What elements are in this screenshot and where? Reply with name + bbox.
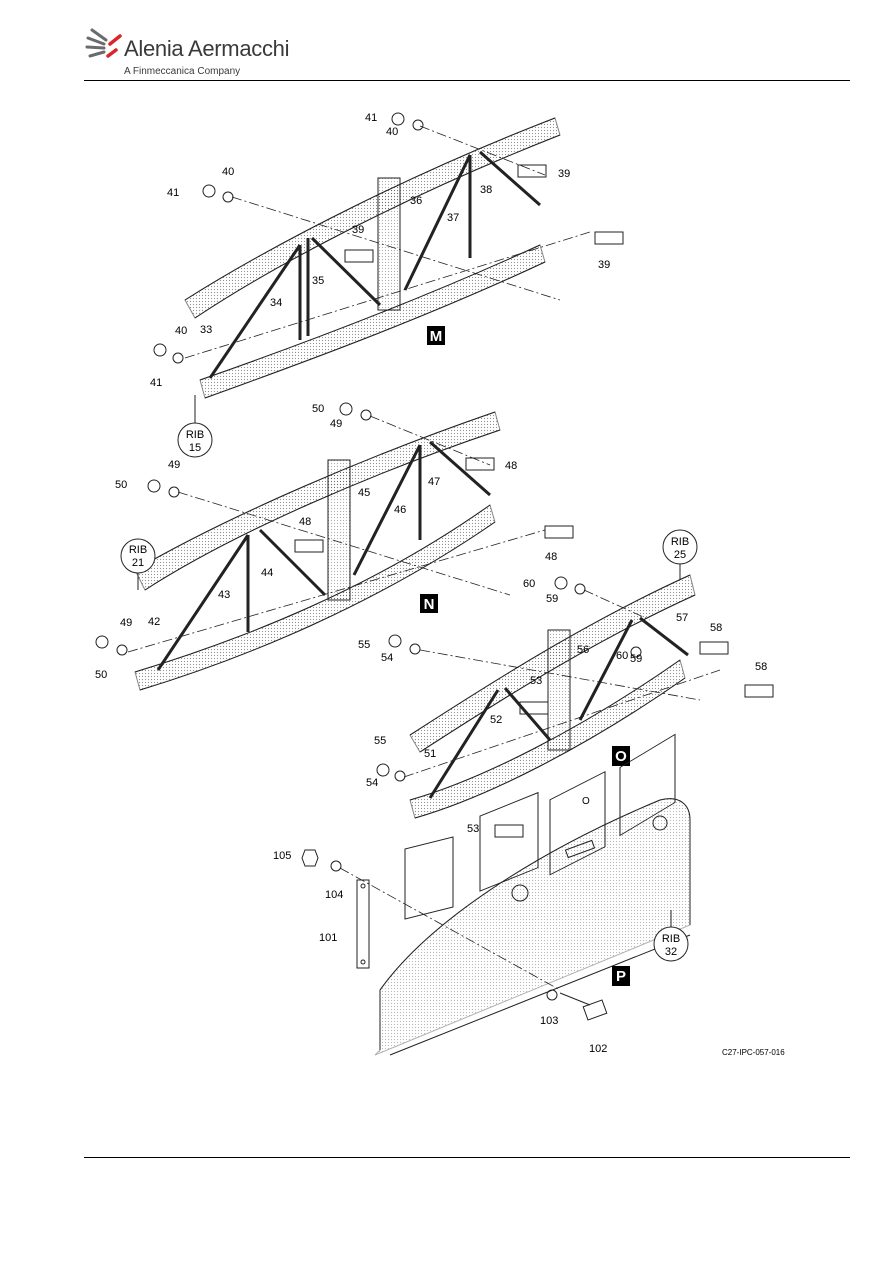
view-n-badge: N: [420, 594, 438, 613]
svg-text:34: 34: [270, 297, 282, 309]
alenia-logo-icon: [85, 28, 122, 58]
view-p-callouts: 105 104 101 103 102: [273, 850, 607, 1055]
view-o-badge: O: [612, 746, 630, 766]
rib-25-line2: 25: [674, 549, 686, 561]
svg-text:36: 36: [410, 195, 422, 207]
svg-text:37: 37: [447, 212, 459, 224]
svg-text:39: 39: [352, 224, 364, 236]
svg-text:O: O: [615, 748, 627, 765]
svg-text:40: 40: [222, 166, 234, 178]
footer-divider: [84, 1157, 850, 1158]
rib-21-line2: 21: [132, 557, 144, 569]
svg-text:49: 49: [120, 617, 132, 629]
svg-text:102: 102: [589, 1043, 607, 1055]
svg-text:39: 39: [598, 259, 610, 271]
svg-text:53: 53: [467, 823, 479, 835]
header-divider: [84, 80, 850, 81]
svg-text:38: 38: [480, 184, 492, 196]
svg-text:41: 41: [167, 187, 179, 199]
page-header: Alenia Aermacchi A Finmeccanica Company: [0, 0, 893, 82]
svg-text:40: 40: [175, 325, 187, 337]
brand-name: Alenia Aermacchi: [124, 36, 290, 61]
view-p-badge: P: [612, 966, 630, 986]
rib-32-line1: RIB: [662, 933, 680, 945]
svg-text:50: 50: [115, 479, 127, 491]
svg-text:41: 41: [365, 112, 377, 124]
rib-15-line2: 15: [189, 442, 201, 454]
svg-text:42: 42: [148, 616, 160, 628]
brand-subtitle: A Finmeccanica Company: [124, 66, 241, 77]
view-m-callouts: 41 40 40 41 39 38 36 37 39 35 34 33 40 41 39: [150, 112, 610, 389]
svg-text:53: 53: [530, 675, 542, 687]
svg-text:105: 105: [273, 850, 291, 862]
svg-text:47: 47: [428, 476, 440, 488]
svg-text:60: 60: [523, 578, 535, 590]
svg-text:54: 54: [381, 652, 393, 664]
svg-text:44: 44: [261, 567, 273, 579]
view-n-callouts: 50 49 49 50 48 47 45 46 48 44 43 42 49 50 48: [95, 403, 557, 681]
svg-text:39: 39: [558, 168, 570, 180]
svg-text:P: P: [616, 968, 626, 985]
svg-text:48: 48: [299, 516, 311, 528]
view-n-assembly: [95, 402, 574, 691]
svg-text:54: 54: [366, 777, 378, 789]
svg-text:52: 52: [490, 714, 502, 726]
svg-text:35: 35: [312, 275, 324, 287]
figure-reference: C27-IPC-057-016: [722, 1048, 785, 1057]
svg-text:60: 60: [616, 650, 628, 662]
svg-text:41: 41: [150, 377, 162, 389]
svg-text:43: 43: [218, 589, 230, 601]
view-m-badge: M: [427, 326, 445, 345]
view-o-assembly: [376, 574, 774, 838]
svg-text:57: 57: [676, 612, 688, 624]
svg-text:O: O: [582, 796, 590, 807]
svg-text:48: 48: [545, 551, 557, 563]
svg-text:55: 55: [358, 639, 370, 651]
svg-text:58: 58: [755, 661, 767, 673]
svg-text:50: 50: [312, 403, 324, 415]
svg-text:M: M: [430, 328, 443, 345]
rib-21-line1: RIB: [129, 544, 147, 556]
svg-text:49: 49: [330, 418, 342, 430]
svg-text:50: 50: [95, 669, 107, 681]
svg-text:59: 59: [630, 653, 642, 665]
svg-text:40: 40: [386, 126, 398, 138]
rib-25-line1: RIB: [671, 536, 689, 548]
svg-text:51: 51: [424, 748, 436, 760]
svg-text:104: 104: [325, 889, 343, 901]
svg-text:103: 103: [540, 1015, 558, 1027]
view-m-assembly: [153, 112, 624, 399]
svg-text:33: 33: [200, 324, 212, 336]
svg-text:49: 49: [168, 459, 180, 471]
svg-text:45: 45: [358, 487, 370, 499]
view-p-assembly: [301, 733, 691, 1056]
svg-text:56: 56: [577, 644, 589, 656]
svg-text:55: 55: [374, 735, 386, 747]
rib-15-line1: RIB: [186, 429, 204, 441]
svg-text:48: 48: [505, 460, 517, 472]
svg-text:101: 101: [319, 932, 337, 944]
svg-text:59: 59: [546, 593, 558, 605]
svg-text:N: N: [424, 596, 435, 613]
rib-callouts: RIB 15 RIB 21 RIB 25 RIB 32: [120, 395, 698, 962]
svg-text:58: 58: [710, 622, 722, 634]
svg-text:46: 46: [394, 504, 406, 516]
rib-32-line2: 32: [665, 946, 677, 958]
